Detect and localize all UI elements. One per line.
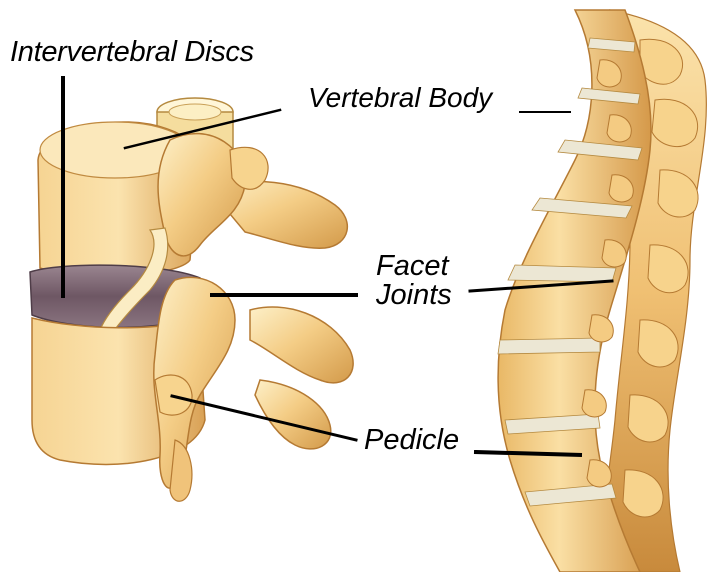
spinal-column (498, 10, 706, 572)
label-pedicle: Pedicle (364, 426, 459, 455)
label-vertebral-body: Vertebral Body (308, 84, 492, 112)
label-joints: Joints (376, 281, 452, 310)
label-facet: Facet (376, 252, 449, 281)
vertebra-closeup (30, 98, 353, 501)
label-intervertebral-discs: Intervertebral Discs (10, 38, 254, 67)
